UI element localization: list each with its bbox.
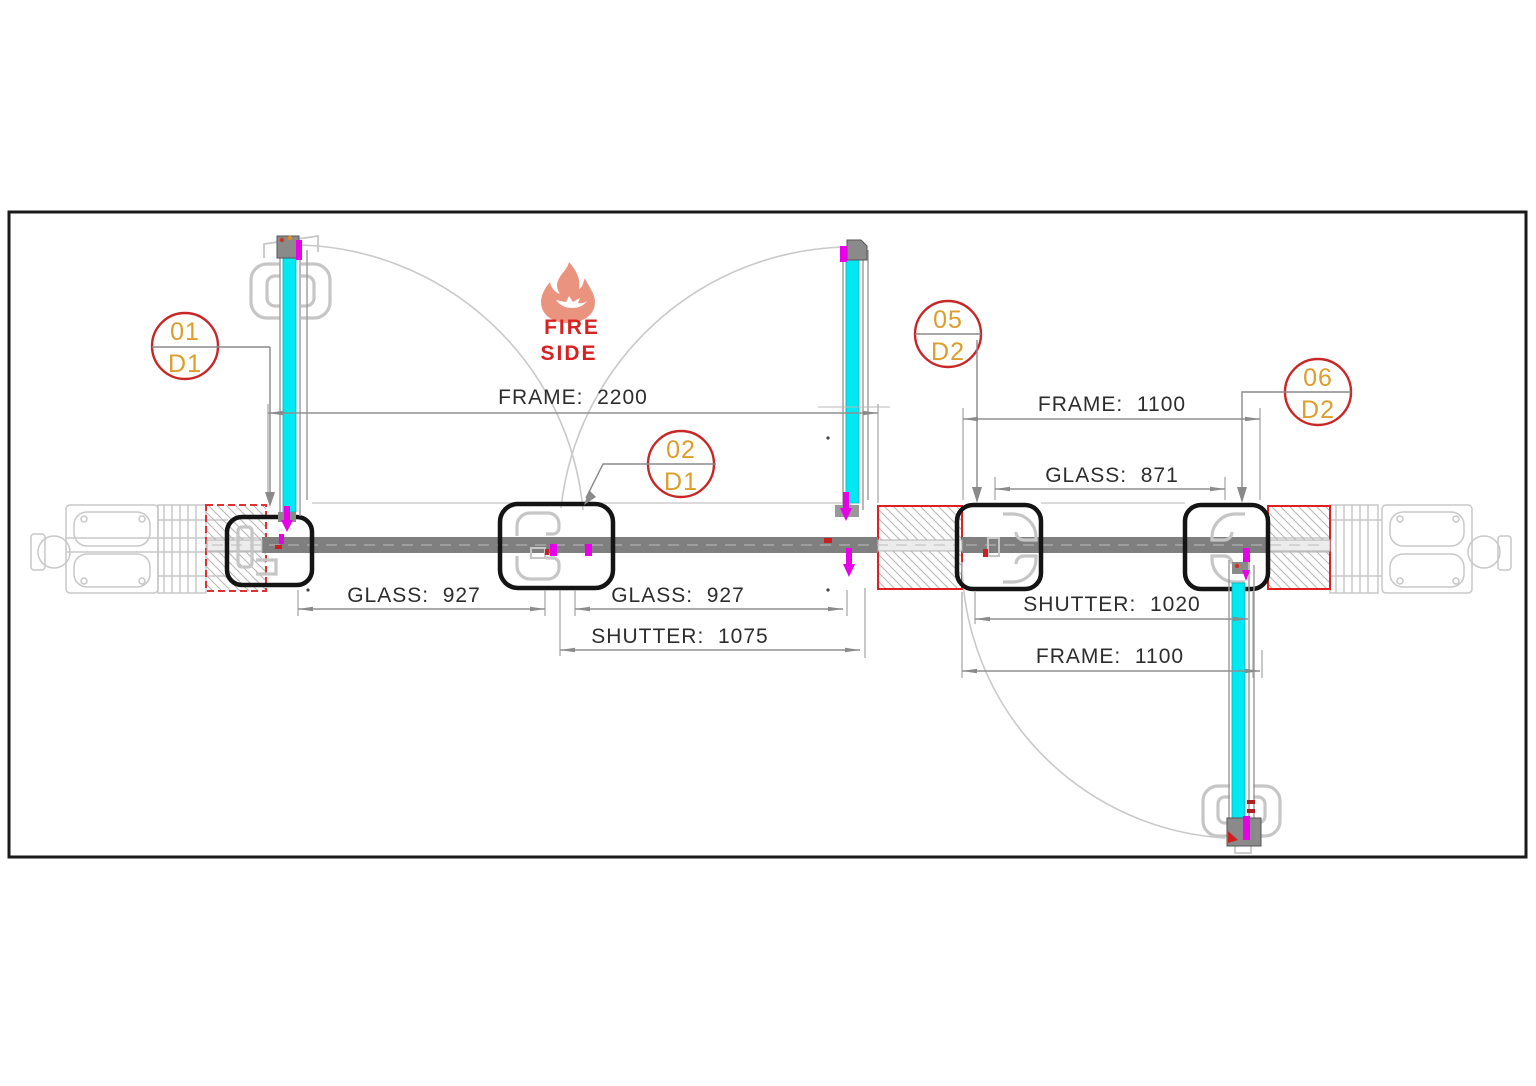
callout-05-d2: 05 D2 xyxy=(913,299,983,503)
dim-shutter-1075: SHUTTER: 1075 xyxy=(591,625,768,648)
callout-circle xyxy=(150,311,220,381)
detail-box-center-meeting xyxy=(497,501,616,591)
dim-frame-1100-top: FRAME: 1100 xyxy=(1038,393,1186,416)
dim-frame-2200: FRAME: 2200 xyxy=(498,386,648,409)
callout-number: 01 xyxy=(170,318,200,346)
flame-icon xyxy=(541,262,595,323)
dim-shutter-1020: SHUTTER: 1020 xyxy=(1023,593,1200,616)
fire-side-label-line1: FIRE xyxy=(544,316,600,339)
flame-cutout xyxy=(556,296,587,308)
drawing-border xyxy=(7,210,1528,859)
dim-frame-1100-bottom: FRAME: 1100 xyxy=(1036,645,1184,668)
door-hardware xyxy=(275,235,1262,847)
dimensions xyxy=(267,404,1263,678)
swing-arc-right-door xyxy=(961,561,1226,839)
leader-arrow xyxy=(584,490,596,505)
leader-arrow xyxy=(265,492,275,507)
dim-glass-927-right: GLASS: 927 xyxy=(611,584,745,607)
door-swing-arcs xyxy=(295,244,1226,839)
callout-number: 06 xyxy=(1303,364,1333,392)
glass-leaf2 xyxy=(845,249,860,504)
leader-arrow xyxy=(972,487,982,503)
glass-right-leaf xyxy=(1231,582,1246,819)
callout-01-d1: 01 D1 xyxy=(150,311,275,507)
detail-box-right-lock-jamb xyxy=(1182,502,1271,592)
rail-right-set xyxy=(962,537,1268,553)
swing-arc-leaf2 xyxy=(560,246,848,509)
dim-glass-871: GLASS: 871 xyxy=(1045,464,1179,487)
glass-leaf1 xyxy=(282,249,297,513)
swing-arc-leaf1 xyxy=(295,244,584,511)
callout-sheet: D1 xyxy=(664,468,698,496)
callout-sheet: D1 xyxy=(168,350,202,378)
detail-box-right-hinge-jamb xyxy=(954,502,1044,592)
callout-number: 02 xyxy=(666,436,696,464)
rail-left-set xyxy=(262,537,878,553)
detail-boxes xyxy=(224,501,1271,592)
dim-glass-927-left: GLASS: 927 xyxy=(347,584,481,607)
callout-06-d2: 06 D2 xyxy=(1237,357,1353,503)
fire-side-symbol: FIRE SIDE xyxy=(540,262,600,365)
callout-02-d1: 02 D1 xyxy=(584,429,716,505)
door-leaves xyxy=(279,246,1255,830)
callout-sheet: D2 xyxy=(931,338,965,366)
callout-sheet: D2 xyxy=(1301,396,1335,424)
callout-number: 05 xyxy=(933,306,963,334)
frame-rails xyxy=(206,502,1331,553)
fire-side-label-line2: SIDE xyxy=(540,342,597,365)
leader-arrow xyxy=(1237,487,1247,503)
detail-box-left-jamb xyxy=(224,514,315,588)
